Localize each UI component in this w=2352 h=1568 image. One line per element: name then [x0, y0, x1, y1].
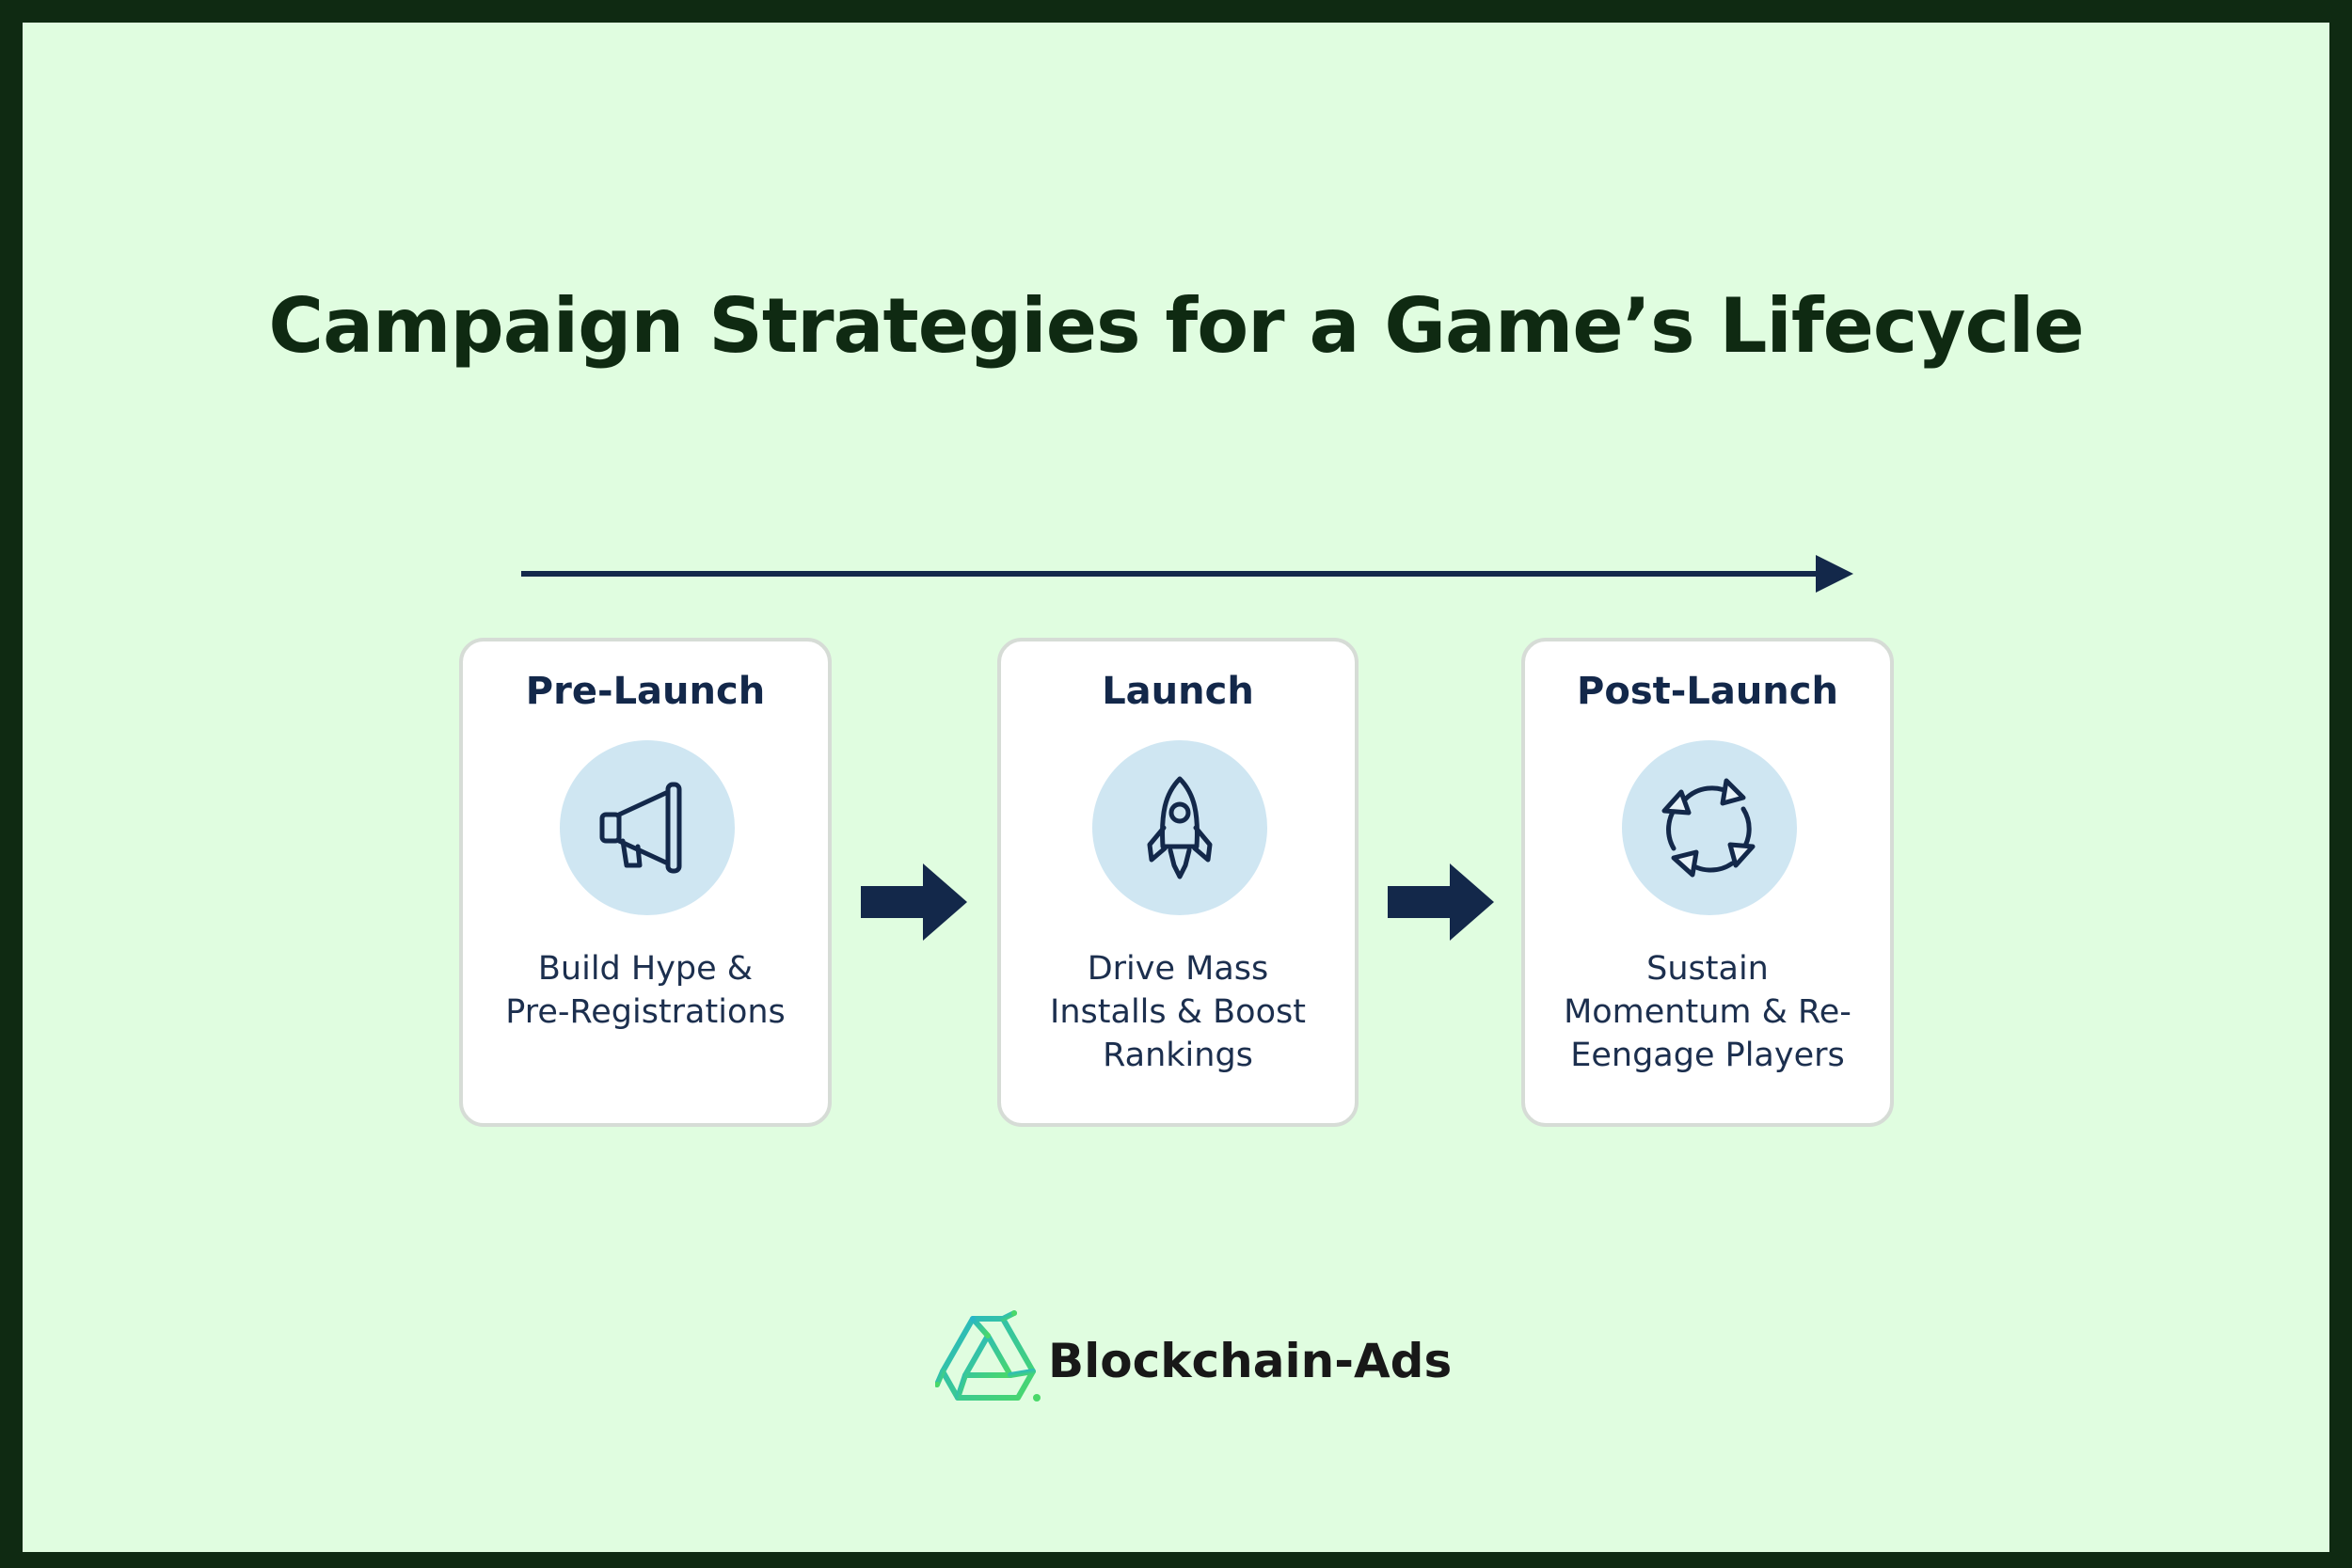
- page-title: Campaign Strategies for a Game’s Lifecyc…: [268, 282, 2084, 370]
- cycle-arrows-icon: [1661, 778, 1756, 878]
- stage-description: Build Hype & Pre-Registrations: [472, 947, 818, 1034]
- stage-title: Pre-Launch: [525, 670, 766, 713]
- stage-description: Drive Mass Installs & Boost Rankings: [1010, 947, 1345, 1077]
- description-line: Pre-Registrations: [505, 993, 786, 1031]
- step-arrow: [1388, 863, 1494, 941]
- description-line: Momentum & Re-: [1564, 993, 1851, 1031]
- description-line: Drive Mass: [1087, 950, 1269, 988]
- brand-logo: Blockchain-Ads: [935, 1309, 1452, 1413]
- timeline-arrow: [521, 555, 1853, 593]
- step-arrow: [861, 863, 967, 941]
- rocket-icon: [1147, 776, 1213, 879]
- stage-title: Launch: [1102, 670, 1254, 713]
- description-line: Eengage Players: [1570, 1037, 1845, 1074]
- stage-card-post-launch: Post-Launch Sustain Momentum & Re- Eenga…: [1521, 638, 1894, 1127]
- description-line: Sustain: [1646, 950, 1769, 988]
- stage-description: Sustain Momentum & Re- Eengage Players: [1534, 947, 1881, 1077]
- description-line: Build Hype &: [537, 950, 754, 988]
- description-line: Rankings: [1103, 1037, 1253, 1074]
- stage-title: Post-Launch: [1577, 670, 1838, 713]
- icon-circle: [1092, 740, 1267, 915]
- icon-circle: [1622, 740, 1797, 915]
- megaphone-icon: [599, 782, 682, 874]
- stage-card-launch: Launch Drive Mass Installs & Boost Ranki…: [997, 638, 1359, 1127]
- brand-name: Blockchain-Ads: [1048, 1334, 1453, 1388]
- icon-circle: [560, 740, 735, 915]
- stage-card-pre-launch: Pre-Launch Build Hype & Pre-Registration…: [459, 638, 832, 1127]
- description-line: Installs & Boost: [1050, 993, 1306, 1031]
- blockchain-ads-logo-icon: [935, 1310, 1041, 1402]
